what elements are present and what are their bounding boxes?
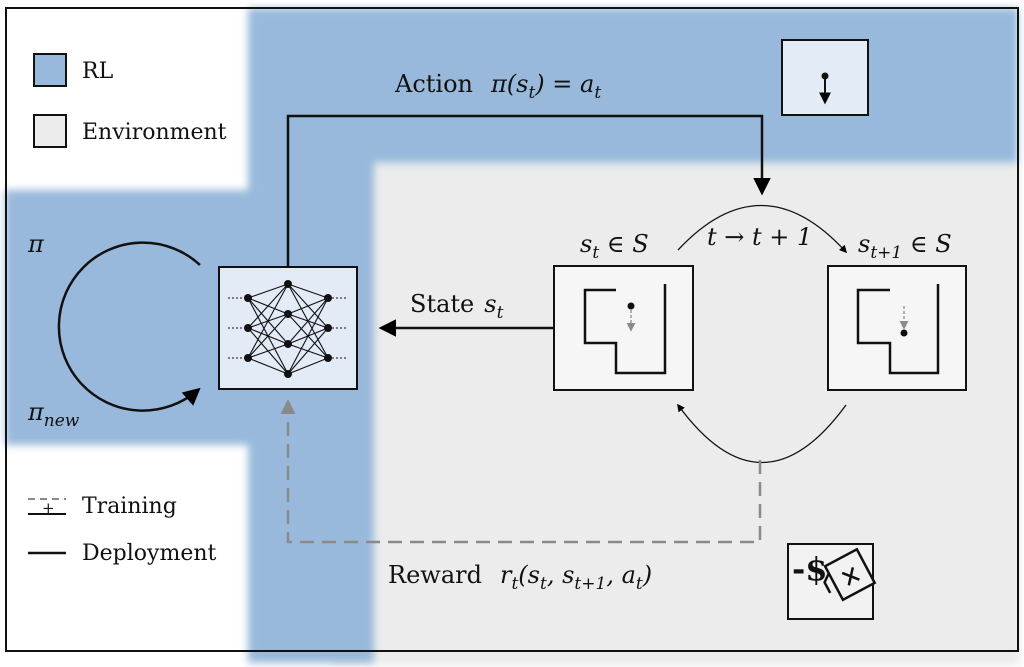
st1-label: st+1 ∈ S xyxy=(858,230,952,263)
nn-edge xyxy=(247,343,289,359)
nn-edge xyxy=(287,297,329,375)
neural-network-agent xyxy=(218,266,358,390)
nn-edge xyxy=(247,313,289,359)
nn-edge xyxy=(247,283,289,329)
legend-training-plus: + xyxy=(42,499,55,517)
background-regions xyxy=(5,7,1020,665)
nn-node xyxy=(324,324,332,332)
st-label: st ∈ S xyxy=(580,230,649,263)
fuel-cost-icon: -$ xyxy=(787,543,877,620)
state-st1-box xyxy=(827,265,967,391)
nn-node xyxy=(244,354,252,362)
nn-edge xyxy=(247,283,289,359)
legend-training-icon: + xyxy=(28,498,66,517)
legend-rl-label: RL xyxy=(82,59,114,84)
frame-border xyxy=(5,7,1019,652)
nn-edge xyxy=(287,297,329,345)
neural-network-icon xyxy=(228,280,348,378)
legend-deployment-label: Deployment xyxy=(82,541,217,566)
cost-symbol: -$ xyxy=(792,550,828,588)
nn-edge xyxy=(247,357,289,375)
nn-edge xyxy=(287,283,329,299)
nn-node xyxy=(284,340,292,348)
legend: RL Environment + Training Deployment xyxy=(28,53,227,566)
legend-environment-swatch xyxy=(33,114,67,148)
nn-edge xyxy=(247,283,289,299)
legend-training-label: Training xyxy=(82,494,177,519)
state-st-box xyxy=(553,265,694,391)
transition-arcs: t → t + 1 xyxy=(677,204,848,464)
nn-node xyxy=(244,324,252,332)
nn-node xyxy=(284,310,292,318)
legend-environment-label: Environment xyxy=(82,120,227,145)
nn-node xyxy=(284,370,292,378)
nn-node xyxy=(284,280,292,288)
nn-node xyxy=(324,354,332,362)
legend-rl-swatch xyxy=(33,53,67,87)
nn-edge xyxy=(287,357,329,375)
pi-label: π xyxy=(27,230,45,258)
action-down-icon xyxy=(781,39,869,116)
nn-edge xyxy=(287,327,329,375)
policy-update-loop: π πnew xyxy=(27,230,201,431)
pi-new-label: πnew xyxy=(27,398,80,431)
transition-label: t → t + 1 xyxy=(707,223,812,251)
environment-region xyxy=(330,160,1020,665)
nn-node xyxy=(244,294,252,302)
nn-edge xyxy=(287,297,329,315)
nn-node xyxy=(324,294,332,302)
